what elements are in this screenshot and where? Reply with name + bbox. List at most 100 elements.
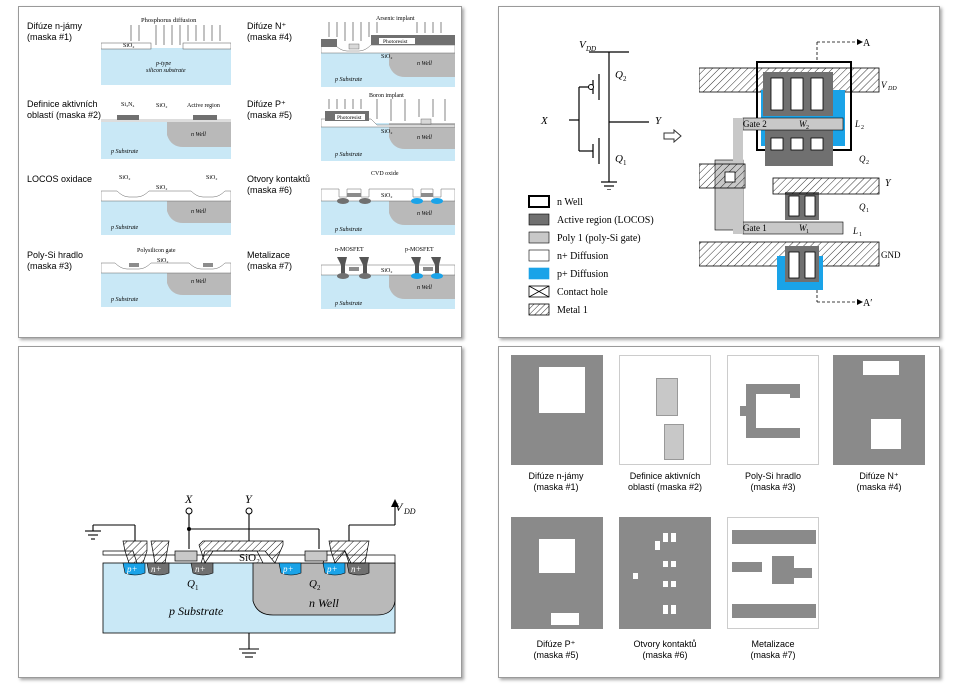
legend-label-metal: Metal 1 xyxy=(557,305,588,316)
svg-text:n Well: n Well xyxy=(417,135,432,141)
svg-text:p+: p+ xyxy=(326,564,338,574)
svg-text:n Well: n Well xyxy=(191,209,206,215)
svg-text:Y: Y xyxy=(655,115,663,127)
svg-text:n Well: n Well xyxy=(309,596,340,610)
svg-text:p Substrate: p Substrate xyxy=(334,227,363,233)
svg-text:Polysilicon gate: Polysilicon gate xyxy=(137,248,176,254)
mask-6-thumbnail xyxy=(619,517,711,629)
mask-1-label: Difúze n-jámy(maska #1) xyxy=(528,471,584,492)
legend-label-nwell: n Well xyxy=(557,197,583,208)
svg-text:A: A xyxy=(863,38,871,49)
label-step-5: Difúze N⁺(maska #4) xyxy=(247,21,293,42)
legend-label-ndiff: n+ Diffusion xyxy=(557,251,608,262)
label-step-6: Difúze P⁺(maska #5) xyxy=(247,99,293,120)
svg-text:Si₃N₄: Si₃N₄ xyxy=(121,102,135,108)
arrow-icon xyxy=(663,129,682,143)
text-sio2: SiO₂ xyxy=(123,43,134,49)
svg-text:1: 1 xyxy=(866,208,869,214)
svg-text:Q: Q xyxy=(859,154,866,164)
svg-text:p+: p+ xyxy=(282,564,294,574)
svg-text:Y: Y xyxy=(885,178,892,189)
text-ptype: p-type xyxy=(155,61,171,67)
svg-text:DD: DD xyxy=(585,45,596,53)
cross-section-nwell-diffusion: Phosphorus diffusion SiO₂ p-type silicon… xyxy=(101,17,231,85)
svg-text:1: 1 xyxy=(623,159,627,167)
text-phosphorus: Phosphorus diffusion xyxy=(141,17,197,24)
svg-text:n-MOSFET: n-MOSFET xyxy=(335,247,364,253)
svg-text:1: 1 xyxy=(806,229,809,235)
legend-swatch-nwell xyxy=(528,195,550,208)
svg-text:SiO₂: SiO₂ xyxy=(381,193,392,199)
mask-4-thumbnail xyxy=(833,355,925,465)
svg-text:p Substrate: p Substrate xyxy=(334,77,363,83)
svg-text:n+: n+ xyxy=(195,564,206,574)
mask-7-thumbnail xyxy=(727,517,819,629)
slide-process-steps: Difúze n-jámy(maska #1) Definice aktivní… xyxy=(18,6,462,338)
svg-text:n Well: n Well xyxy=(191,132,206,138)
legend-label-pdiff: p+ Diffusion xyxy=(557,269,608,280)
legend-label-poly: Poly 1 (poly-Si gate) xyxy=(557,233,641,244)
label-step-8: Metalizace(maska #7) xyxy=(247,250,293,271)
svg-text:Q: Q xyxy=(309,578,317,590)
svg-text:X: X xyxy=(540,115,549,127)
label-step-7: Otvory kontaktů(maska #6) xyxy=(247,174,311,195)
svg-text:1: 1 xyxy=(859,232,862,238)
mask-3-thumbnail xyxy=(727,355,819,465)
cross-section-active-regions: Si₃N₄ SiO₂ Active region n Well p Substr… xyxy=(101,102,231,159)
text-silicon: silicon substrate xyxy=(146,68,186,74)
svg-text:SiO₂: SiO₂ xyxy=(381,129,392,135)
svg-text:SiO₂: SiO₂ xyxy=(381,268,392,274)
svg-text:Q: Q xyxy=(187,578,195,590)
svg-text:2: 2 xyxy=(806,125,809,131)
svg-text:Q: Q xyxy=(615,153,623,165)
mask-2-thumbnail xyxy=(619,355,711,465)
svg-text:2: 2 xyxy=(861,125,864,131)
svg-text:Active region: Active region xyxy=(187,103,220,109)
mask-5-thumbnail xyxy=(511,517,603,629)
cross-section-arsenic-implant: Arsenic implant Photoresist SiO₂ n Well … xyxy=(321,16,455,87)
svg-text:2: 2 xyxy=(623,75,627,83)
svg-text:n Well: n Well xyxy=(417,61,432,67)
svg-text:n+: n+ xyxy=(151,564,162,574)
svg-text:W: W xyxy=(799,119,808,129)
mask-1-thumbnail xyxy=(511,355,603,465)
svg-text:SiO₂: SiO₂ xyxy=(156,185,167,191)
svg-text:L: L xyxy=(852,226,858,236)
svg-text:Q: Q xyxy=(859,202,866,212)
mask-5-label: Difúze P⁺(maska #5) xyxy=(533,639,579,660)
cross-section-poly-gate: Polysilicon gate SiO₂ n Well p Substrate xyxy=(101,248,231,307)
cross-section-locos: SiO₂ SiO₂ SiO₂ n Well p Substrate xyxy=(101,175,231,235)
svg-text:Boron implant: Boron implant xyxy=(369,93,404,99)
svg-text:CVD oxide: CVD oxide xyxy=(371,171,399,177)
svg-text:p+: p+ xyxy=(126,564,138,574)
mask-3-label: Poly-Si hradlo(maska #3) xyxy=(744,471,802,492)
contact-hole-icon xyxy=(528,285,550,298)
svg-text:X: X xyxy=(184,492,193,506)
slide-mask-set: Difúze n-jámy(maska #1) Definice aktivní… xyxy=(498,346,940,678)
svg-text:p Substrate: p Substrate xyxy=(168,604,224,618)
svg-text:V: V xyxy=(579,39,587,51)
svg-text:DD: DD xyxy=(887,86,897,92)
legend-swatch-poly xyxy=(528,231,550,244)
svg-text:n Well: n Well xyxy=(417,211,432,217)
svg-text:Photoresist: Photoresist xyxy=(337,115,362,121)
mask-7-label: Metalizace(maska #7) xyxy=(750,639,796,660)
svg-text:SiO₂: SiO₂ xyxy=(381,54,392,60)
svg-text:n Well: n Well xyxy=(191,279,206,285)
svg-text:p Substrate: p Substrate xyxy=(110,297,139,303)
svg-text:Photoresist: Photoresist xyxy=(383,39,408,45)
svg-text:L: L xyxy=(854,119,860,129)
legend-swatch-metal xyxy=(528,303,550,316)
legend-swatch-pdiff xyxy=(528,267,550,280)
svg-text:p Substrate: p Substrate xyxy=(334,301,363,307)
svg-text:SiO₂: SiO₂ xyxy=(119,175,130,181)
svg-text:GND: GND xyxy=(881,250,901,260)
svg-text:SiO₂: SiO₂ xyxy=(206,175,217,181)
